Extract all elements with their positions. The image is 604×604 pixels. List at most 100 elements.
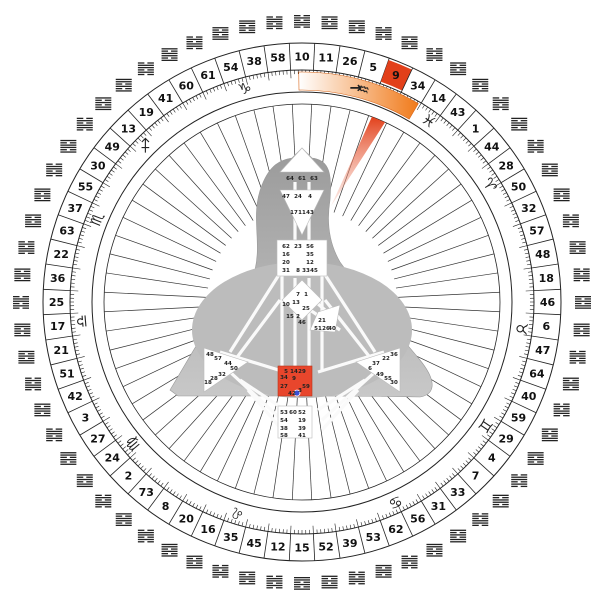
hexagram-icon xyxy=(46,163,63,177)
gate-label: 52 xyxy=(318,540,333,553)
center-gate-number: 31 xyxy=(282,268,290,274)
gate-label: 11 xyxy=(318,52,333,65)
gate-divider xyxy=(457,109,477,131)
spoke-line xyxy=(324,394,351,495)
gate-divider xyxy=(526,357,554,366)
taurus-sign-icon: ♉ xyxy=(512,321,532,337)
center-gate-number: 30 xyxy=(390,380,398,386)
gate-divider xyxy=(214,520,225,546)
gate-divider xyxy=(43,312,71,316)
transit-pointer-icon: → xyxy=(349,79,362,97)
gate-divider xyxy=(168,500,184,525)
hexagram-icon xyxy=(562,214,579,228)
outer-ring-border xyxy=(42,42,562,562)
gate-divider xyxy=(335,45,341,73)
gate-divider xyxy=(67,190,93,204)
center-gate-number: 42 xyxy=(288,391,296,397)
gate-label: 63 xyxy=(59,225,74,238)
spoke-line xyxy=(342,387,387,482)
gate-divider xyxy=(420,500,436,525)
center-gate-number: 2 xyxy=(296,314,300,320)
gate-label: 34 xyxy=(410,79,426,92)
tick-ring xyxy=(70,70,534,534)
hexagram-icon xyxy=(569,241,586,254)
hexagram-icon xyxy=(25,214,42,228)
hexagram-icon xyxy=(321,575,338,589)
spoke-line xyxy=(395,272,498,289)
hexagram-icon xyxy=(239,20,256,34)
hexagram-icon xyxy=(553,403,570,417)
spoke-line xyxy=(109,253,210,280)
gate-label: 55 xyxy=(78,180,93,193)
spoke-line xyxy=(378,183,462,246)
hexagram-icon xyxy=(60,452,77,465)
gate-label: 25 xyxy=(49,296,64,309)
gate-divider xyxy=(45,263,73,269)
spoke-line xyxy=(350,131,405,221)
hexagram-icon xyxy=(492,494,509,508)
gate-label: 29 xyxy=(498,432,513,445)
center-gate-number: 38 xyxy=(280,426,288,432)
center-gate-number: 56 xyxy=(306,244,314,250)
hexagram-icon xyxy=(450,62,467,76)
gate-divider xyxy=(93,147,116,165)
center-gate-number: 33 xyxy=(302,268,310,274)
hexagram-ring xyxy=(13,15,591,590)
hexagram-icon xyxy=(541,163,558,177)
hexagram-icon xyxy=(527,452,544,465)
body-shadow xyxy=(192,262,412,398)
gate-divider xyxy=(439,488,457,511)
spoke-line xyxy=(217,122,262,217)
spoke-line xyxy=(342,122,387,217)
hexagram-icon xyxy=(34,403,51,417)
hexagram-icon xyxy=(472,78,489,92)
gate-label: 42 xyxy=(68,390,83,403)
libra-sign-icon: ♎ xyxy=(72,314,91,329)
hexagram-icon xyxy=(161,543,178,557)
gate-divider xyxy=(109,457,131,477)
hexagram-icon xyxy=(511,474,528,488)
center-gate-number: 37 xyxy=(372,361,380,367)
gate-label: 35 xyxy=(223,531,238,544)
hexagram-icon xyxy=(76,474,93,488)
spoke-line xyxy=(115,234,213,271)
hexagram-icon xyxy=(95,97,112,111)
gate-divider xyxy=(50,238,78,247)
center-gate-number: 45 xyxy=(310,268,318,274)
gate-label: 45 xyxy=(246,537,261,550)
gate-label: 44 xyxy=(484,140,500,153)
hexagram-icon xyxy=(553,188,570,202)
gate-divider xyxy=(109,127,131,147)
gate-label: 36 xyxy=(50,272,66,285)
gate-divider xyxy=(190,67,204,93)
gate-divider xyxy=(511,400,537,414)
center-gate-number: 46 xyxy=(298,320,306,326)
center-gate-number: 16 xyxy=(282,252,290,258)
spoke-line xyxy=(315,395,332,498)
gate-label: 2 xyxy=(125,470,133,483)
design-marker xyxy=(293,389,301,397)
gate-divider xyxy=(190,511,204,537)
gate-divider xyxy=(500,168,525,184)
center-gate-number: 1 xyxy=(304,292,308,298)
center-gate-number: 32 xyxy=(218,372,226,378)
hexagram-icon xyxy=(426,543,443,557)
transit-arc xyxy=(298,71,419,120)
spoke-line xyxy=(395,315,498,332)
gate-divider xyxy=(147,488,165,511)
gate-divider xyxy=(520,379,546,390)
gate-label: 21 xyxy=(54,344,69,357)
gate-divider xyxy=(58,214,84,225)
hexagram-icon xyxy=(18,241,35,254)
gate-divider xyxy=(147,93,165,116)
gate-divider xyxy=(214,58,225,84)
gate-divider xyxy=(533,312,561,316)
gate-divider xyxy=(473,127,495,147)
center-gate-number: 6 xyxy=(368,366,372,372)
spoke-line xyxy=(350,383,405,473)
hexagram-icon xyxy=(18,350,35,364)
spoke-line xyxy=(168,155,239,232)
spoke-line xyxy=(199,383,254,473)
